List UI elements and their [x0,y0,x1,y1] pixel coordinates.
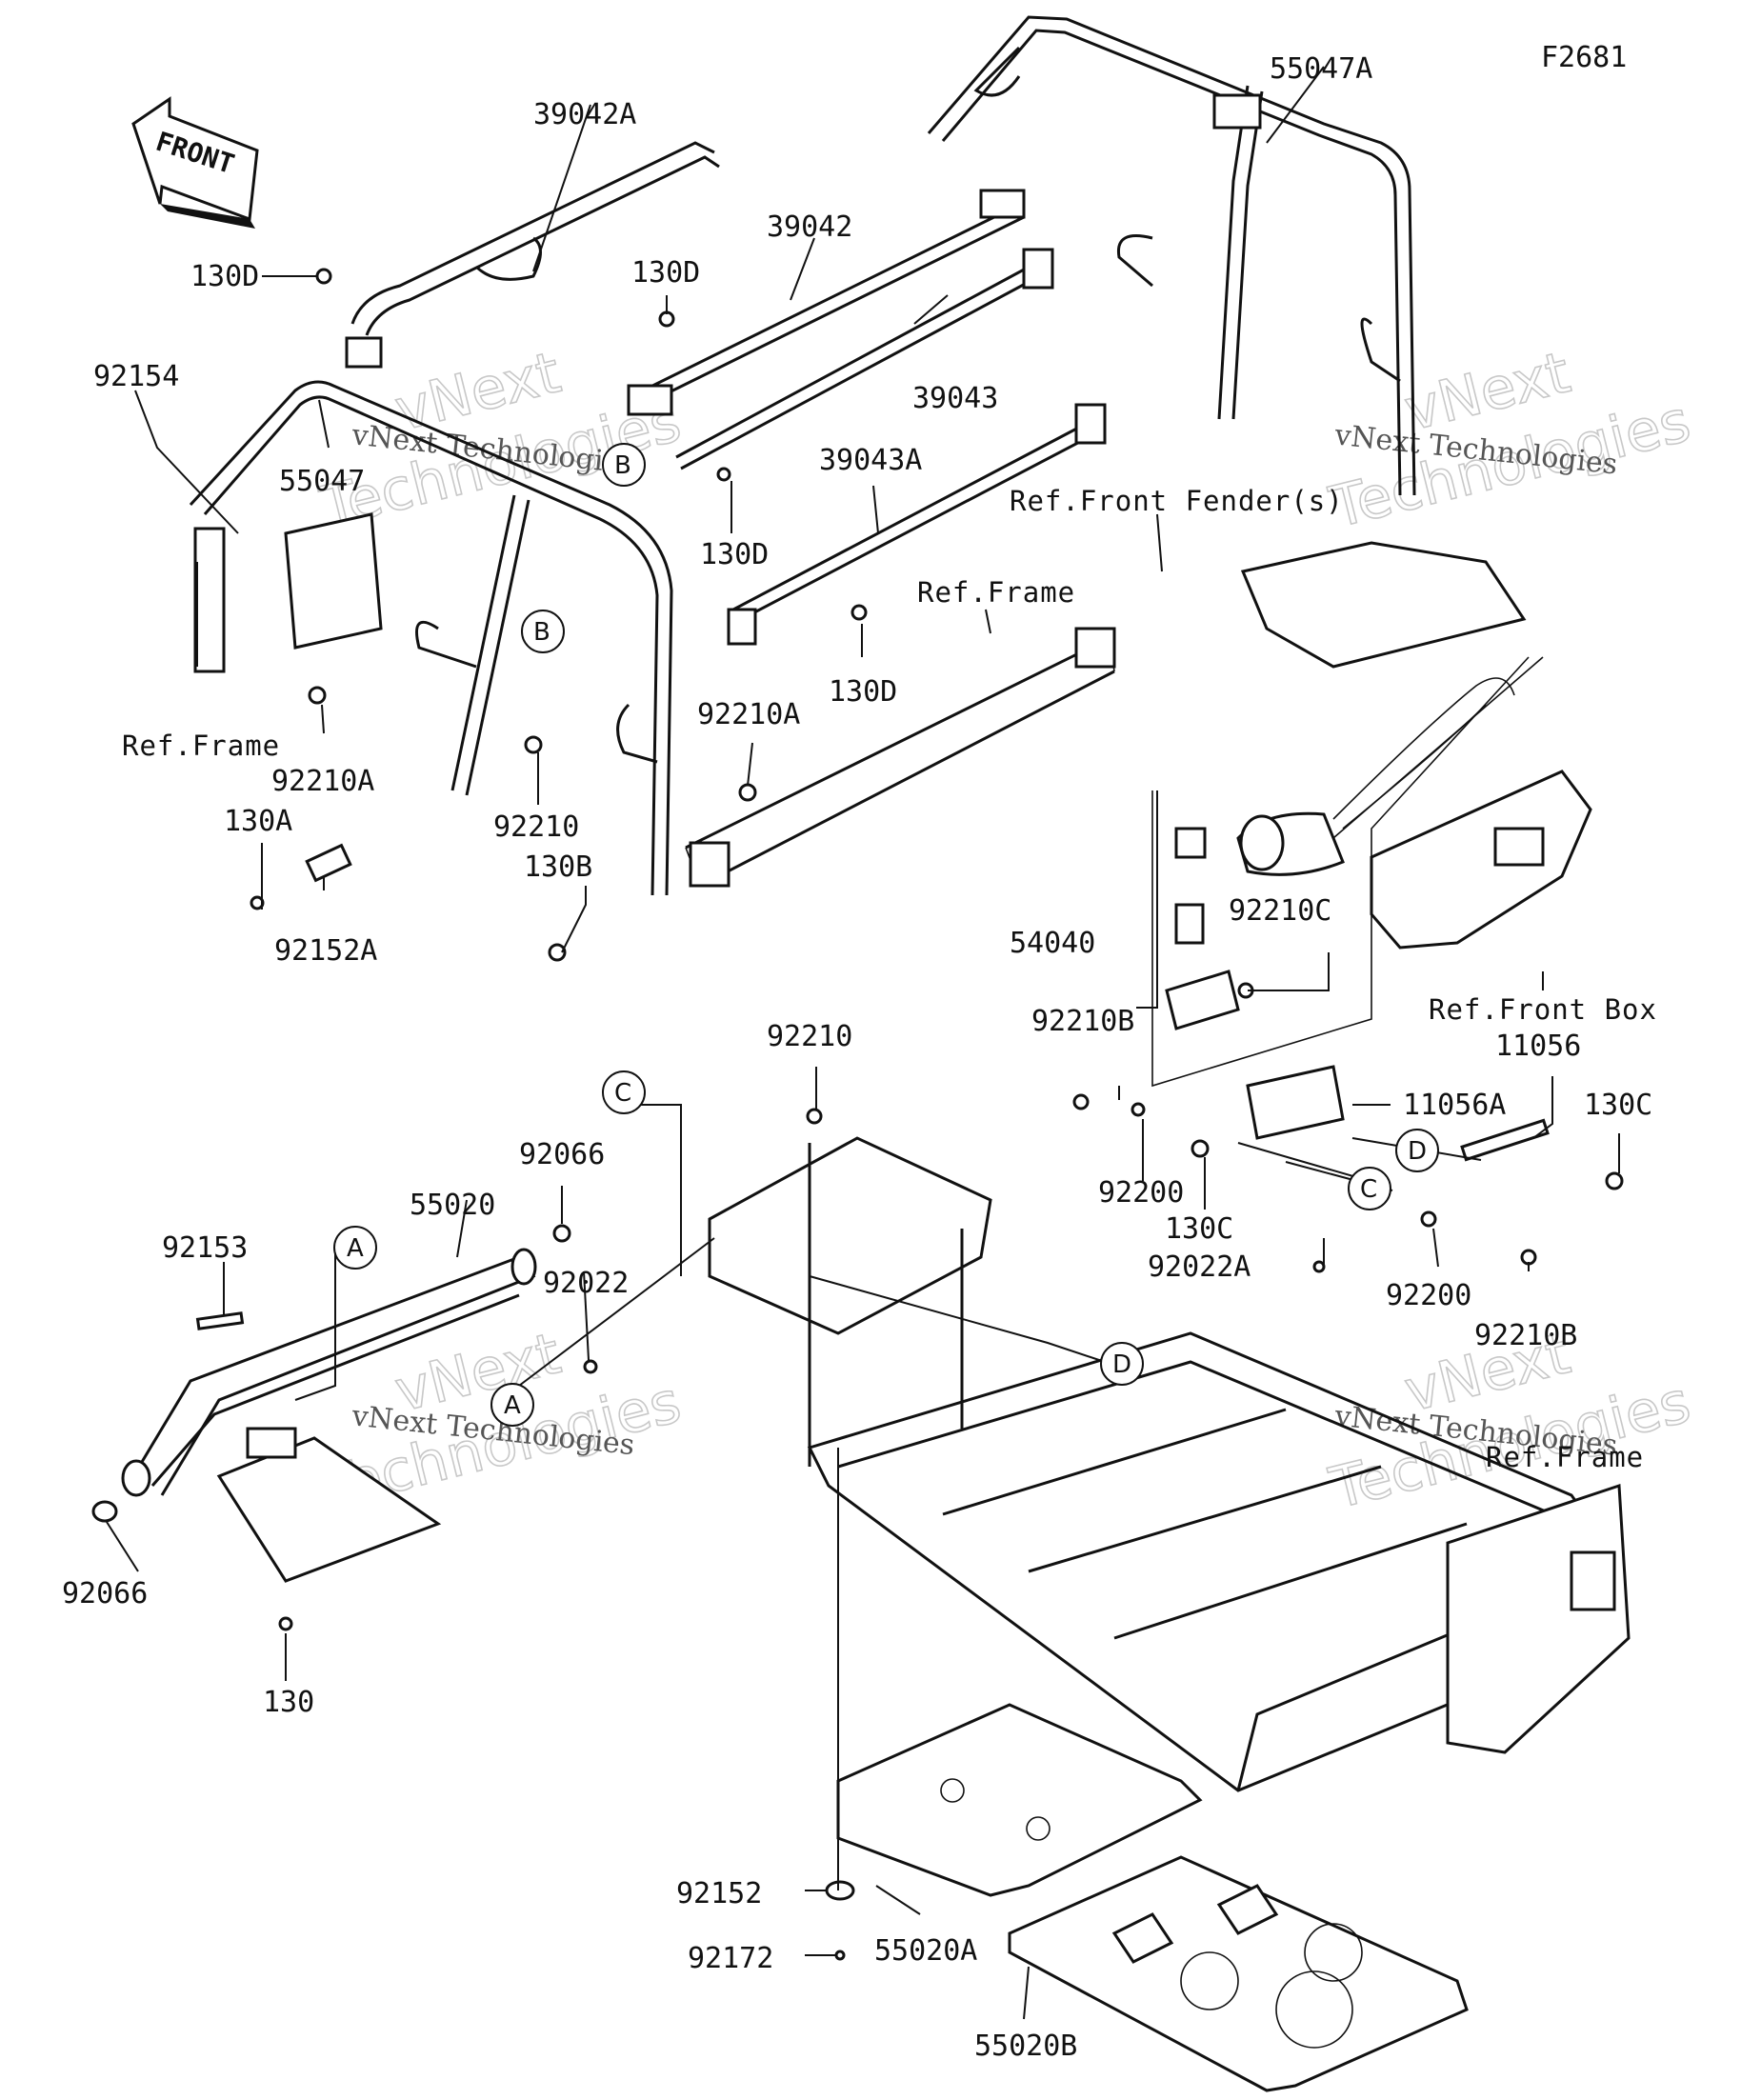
skid-plate-55020b [1008,1855,1469,2092]
callout-d-2: D [1100,1342,1144,1386]
part-label-92210-2: 92210 [767,1020,852,1053]
part-label-39042: 39042 [767,210,852,244]
part-label-55047a: 55047A [1270,52,1372,86]
skid-plate-55020a [836,1703,1203,1897]
front-fender [1240,541,1527,669]
part-label-92200-2: 92200 [1386,1279,1471,1312]
ref-labels: Ref.Front Fender(s) Ref.Frame Ref.Frame … [122,485,1657,1473]
cross-bar-39043a [727,403,1107,646]
part-label-92210c: 92210C [1229,894,1331,928]
svg-text:C: C [614,1079,631,1108]
part-label-130d-3: 130D [700,538,769,571]
part-label-39042a: 39042A [533,98,636,131]
callout-a-1: A [333,1226,377,1270]
part-label-130c-1: 130C [1584,1089,1652,1122]
svg-text:B: B [533,618,550,647]
rops-front-bar-39042a [345,141,720,369]
part-label-130b: 130B [524,850,592,884]
ref-label-front-fender: Ref.Front Fender(s) [1010,485,1344,517]
callout-c-1: C [602,1070,646,1114]
winch-bracket-outline [1151,656,1530,1088]
callout-b-1: B [602,443,646,487]
hardware [91,268,1624,1961]
ref-label-frame-2: Ref.Frame [122,730,280,762]
part-label-54040: 54040 [1010,927,1095,960]
part-label-11056: 11056 [1495,1030,1581,1063]
ref-label-frame-1: Ref.Frame [917,576,1075,609]
part-label-55020: 55020 [410,1189,495,1222]
part-label-92210b-1: 92210B [1031,1005,1134,1038]
svg-text:D: D [1112,1350,1131,1379]
part-label-92022a: 92022A [1148,1250,1251,1284]
front-box-panel [1370,770,1592,950]
callout-a-2: A [490,1383,534,1427]
part-label-130c-2: 130C [1165,1212,1233,1246]
figure-code: F2681 [1541,41,1627,74]
part-label-11056a: 11056A [1403,1089,1506,1122]
front-bumper-55020 [121,1248,537,1583]
callout-d-1: D [1395,1129,1439,1172]
part-label-92152: 92152 [676,1877,762,1910]
frame-side-rail [685,627,1116,888]
part-label-92066-1: 92066 [519,1138,605,1171]
main-frame [708,1136,1631,1792]
ref-label-frame-3: Ref.Frame [1486,1441,1644,1473]
callouts: B B C C D D A A [333,443,1439,1427]
part-label-130: 130 [263,1686,314,1719]
svg-text:C: C [1360,1175,1377,1204]
part-label-92152a: 92152A [274,934,377,968]
part-label-39043: 39043 [912,382,998,415]
part-label-130a: 130A [224,805,292,838]
part-label-130d-1: 130D [190,260,259,293]
part-label-92210a-2: 92210A [697,698,800,731]
part-label-92210a-1: 92210A [271,765,374,798]
part-labels: 39042A 55047A 39042 130D 130D 39043 9215… [62,52,1652,2063]
svg-text:A: A [347,1234,364,1263]
svg-text:B: B [614,451,631,480]
part-label-92210-1: 92210 [493,810,579,844]
cross-bar-39043 [675,248,1054,470]
part-label-39043a: 39043A [819,444,922,477]
part-label-55047: 55047 [279,465,365,498]
part-label-130d-4: 130D [829,675,897,709]
callout-c-2: C [1348,1167,1391,1210]
part-label-130d-2: 130D [631,256,700,290]
part-label-92022: 92022 [543,1267,629,1300]
part-label-55020b: 55020B [974,2030,1077,2063]
rops-front-hoop-55047 [189,380,673,896]
part-label-92210b-2: 92210B [1474,1319,1577,1352]
svg-text:D: D [1408,1137,1427,1166]
winch-54040 [1165,677,1515,1140]
callout-b-2: B [521,610,565,653]
ref-label-front-box: Ref.Front Box [1429,993,1657,1026]
plate-11056 [1460,1118,1550,1162]
svg-text:A: A [504,1391,521,1420]
winch-guide-line [1332,656,1544,839]
part-label-92154: 92154 [93,360,179,393]
front-arrow-icon: FRONT [131,96,259,229]
part-label-92066-2: 92066 [62,1577,148,1610]
leader-lines [106,66,1620,2020]
part-label-55020a: 55020A [874,1934,977,1968]
part-label-92200-1: 92200 [1098,1176,1184,1210]
part-label-92153: 92153 [162,1231,248,1265]
cross-bar-39042 [627,189,1026,416]
part-label-92172: 92172 [688,1942,773,1975]
rops-rear-hoop-55047a [927,15,1416,496]
